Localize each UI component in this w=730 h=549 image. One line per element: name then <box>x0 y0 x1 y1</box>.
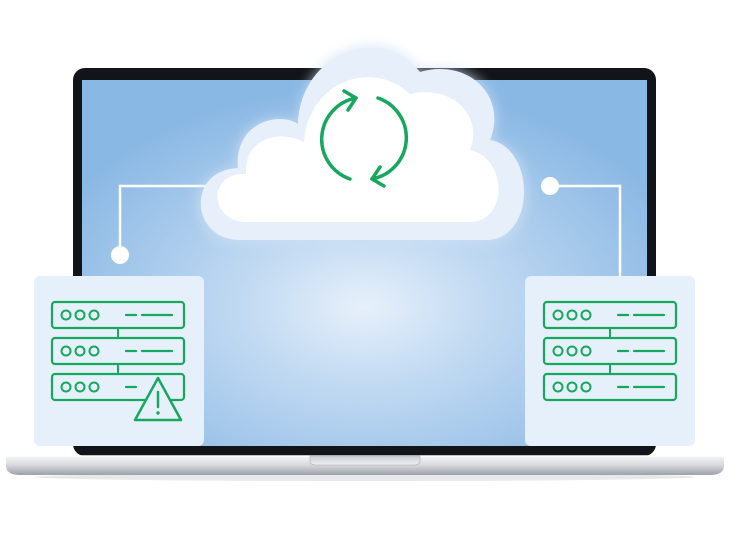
server-led <box>74 345 86 357</box>
server-rack-icon <box>50 300 186 402</box>
server-led <box>580 309 592 321</box>
laptop-notch <box>309 455 421 466</box>
server-led <box>74 381 86 393</box>
warning-triangle-icon <box>133 376 183 422</box>
server-led <box>60 345 72 357</box>
server-panel-left <box>34 276 204 446</box>
server-led <box>552 345 564 357</box>
connector-dot-left <box>111 246 129 264</box>
server-led <box>580 381 592 393</box>
server-rack-icon <box>542 300 678 402</box>
server-led <box>88 381 100 393</box>
server-led <box>60 381 72 393</box>
server-led <box>74 309 86 321</box>
server-led <box>88 309 100 321</box>
sync-arrows-icon <box>319 89 409 188</box>
connector-dot-right <box>541 177 559 195</box>
server-led <box>552 309 564 321</box>
server-led <box>88 345 100 357</box>
server-led <box>566 345 578 357</box>
server-panel-right <box>525 276 695 446</box>
server-unit <box>50 300 186 330</box>
laptop-base <box>6 455 724 481</box>
server-led <box>60 309 72 321</box>
connector-left <box>118 184 210 255</box>
server-led <box>552 381 564 393</box>
server-unit <box>50 372 186 402</box>
server-led <box>580 345 592 357</box>
server-led <box>566 381 578 393</box>
server-led <box>566 309 578 321</box>
connector-right <box>550 184 622 278</box>
connector-lines <box>111 177 622 278</box>
server-unit <box>542 372 678 402</box>
cloud-icon <box>197 45 528 245</box>
